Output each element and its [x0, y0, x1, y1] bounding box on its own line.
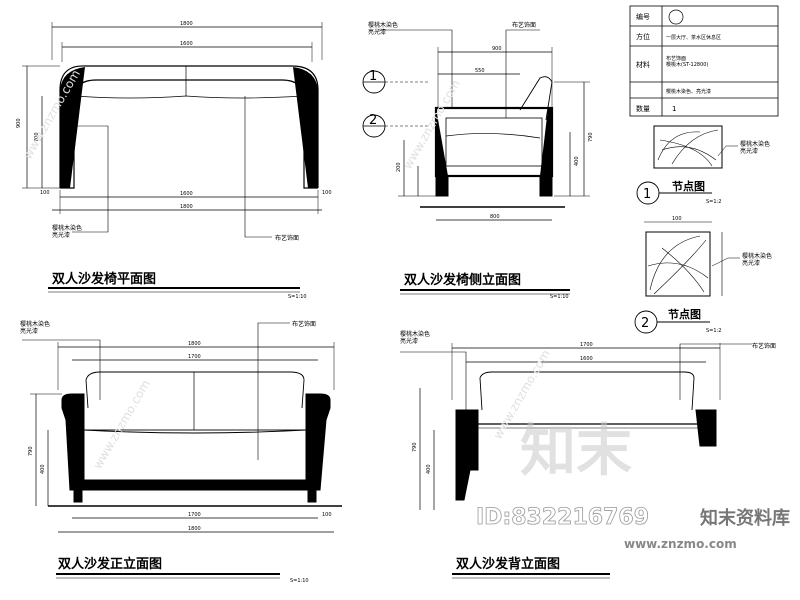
front-fabric-label: 布艺饰面 — [292, 320, 316, 328]
plan-finish-label: 樱桃木染色亮光漆 — [52, 224, 82, 239]
plan-dim-bot-outer: 1800 — [180, 204, 193, 210]
front-finish-label: 樱桃木染色亮光漆 — [20, 320, 50, 335]
table-key-0: 编号 — [636, 12, 650, 21]
side-finish-label: 樱桃木染色亮光漆 — [368, 21, 398, 36]
table-val-2: 布艺饰面樱桃木(ST-12800) — [666, 55, 708, 68]
node-detail-2 — [634, 221, 740, 334]
front-dim-top-outer: 1800 — [188, 341, 201, 347]
table-val-1: 一层大厅、茶水区休息区 — [666, 34, 721, 41]
section-marker-2: 2 — [369, 113, 377, 128]
table-key-4: 数量 — [636, 104, 650, 113]
section-marker-1: 1 — [369, 69, 377, 84]
side-scale: S=1:10 — [550, 294, 569, 300]
side-fabric-label: 布艺饰面 — [512, 21, 536, 29]
back-view — [400, 343, 752, 579]
side-view — [362, 29, 590, 295]
plan-dim-left-total: 900 — [16, 118, 22, 128]
watermark-logo: 知末 — [520, 419, 632, 484]
table-val-3: 樱桃木染色、亮光漆 — [666, 88, 711, 95]
watermark-diagonal-2: www.znzmo.com — [400, 77, 462, 171]
plan-dim-corner-r: 100 — [322, 190, 332, 196]
side-dim-base: 800 — [490, 214, 500, 220]
plan-finish-text: 樱桃木染色亮光漆 — [52, 224, 82, 239]
node-2-dim: 100 — [672, 216, 682, 222]
back-dim-top-outer: 1700 — [580, 342, 593, 348]
back-dim-top-inner: 1600 — [580, 356, 593, 362]
plan-scale: S=1:10 — [288, 294, 307, 300]
side-dim-top: 900 — [492, 46, 502, 52]
front-scale: S=1:10 — [290, 578, 309, 584]
front-dim-left-h1: 790 — [28, 446, 34, 456]
side-title: 双人沙发椅侧立面图 — [404, 272, 521, 288]
node-1-scale: S=1:2 — [706, 199, 721, 205]
node-1-number: 1 — [643, 187, 651, 202]
back-dim-left-h2: 400 — [426, 464, 432, 474]
table-key-1: 方位 — [636, 32, 650, 41]
watermark-url: www.znzmo.com — [624, 537, 737, 551]
node-2-scale: S=1:2 — [706, 328, 721, 334]
front-dim-bot-inner: 1700 — [188, 512, 201, 518]
table-val-4: 1 — [672, 105, 676, 113]
node-2-note: 樱桃木染色亮光漆 — [742, 252, 772, 267]
side-dim-right-h2: 400 — [574, 156, 580, 166]
watermark-id: ID:832216769 — [476, 505, 649, 530]
node-2-label: 节点图 — [668, 307, 701, 321]
front-title: 双人沙发正立面图 — [58, 556, 162, 572]
back-dim-left-h1: 790 — [412, 442, 418, 452]
plan-dim-bot-inner: 1600 — [180, 191, 193, 197]
front-dim-left-h2: 400 — [40, 464, 46, 474]
table-key-2: 材料 — [636, 60, 650, 69]
front-dim-bot-outer: 1800 — [188, 526, 201, 532]
plan-dim-corner-l: 100 — [40, 190, 50, 196]
plan-fabric-label: 布艺饰面 — [275, 234, 299, 242]
side-dim-right-h1: 790 — [588, 132, 594, 142]
side-dim-mid: 550 — [475, 68, 485, 74]
plan-view — [22, 22, 323, 293]
plan-dim-left-sub: 700 — [34, 132, 40, 142]
plan-dim-top-inner: 1600 — [180, 41, 193, 47]
back-finish-label: 樱桃木染色亮光漆 — [400, 330, 430, 345]
plan-dim-top-outer: 1800 — [180, 21, 193, 27]
spec-table — [629, 5, 779, 117]
watermark-brand: 知末资料库 — [700, 507, 790, 529]
node-2-number: 2 — [641, 316, 649, 331]
back-title: 双人沙发背立面图 — [456, 556, 560, 572]
front-view — [22, 322, 342, 579]
node-detail-1 — [636, 125, 738, 205]
plan-title: 双人沙发椅平面图 — [52, 271, 156, 287]
side-dim-left: 200 — [396, 162, 402, 172]
node-1-label: 节点图 — [672, 179, 705, 193]
front-dim-top-inner: 1700 — [188, 354, 201, 360]
node-1-note: 樱桃木染色亮光漆 — [740, 140, 770, 155]
back-fabric-label: 布艺饰面 — [752, 342, 776, 350]
front-dim-foot: 100 — [322, 512, 332, 518]
